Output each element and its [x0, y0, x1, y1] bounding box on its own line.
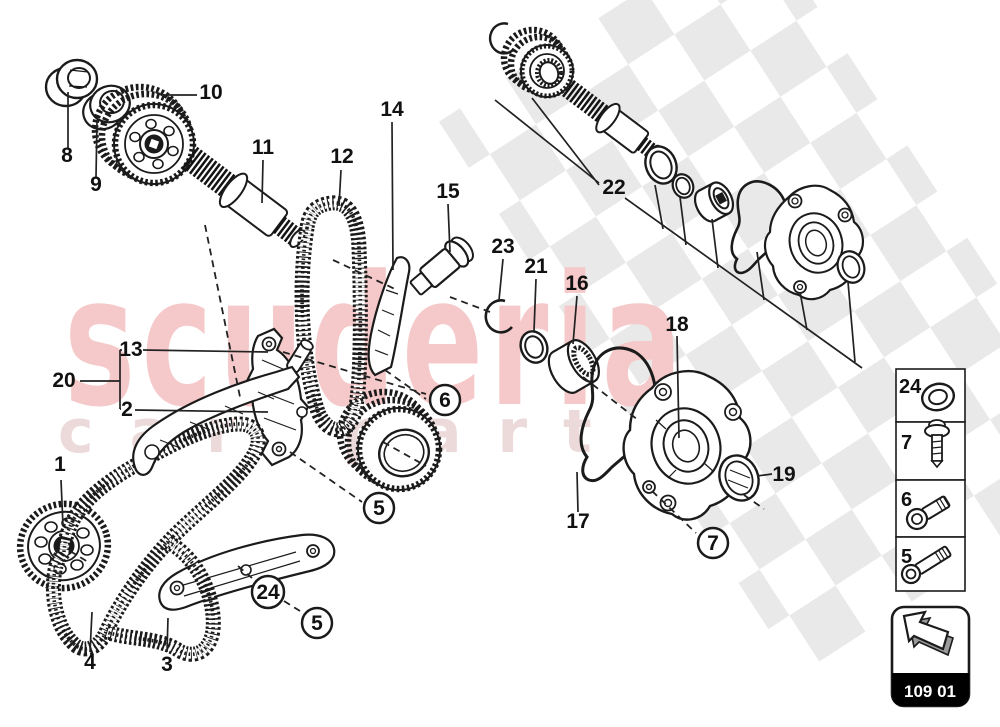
callout-1: 1	[54, 453, 66, 476]
callout-4: 4	[84, 651, 96, 674]
part-nut-8	[44, 58, 99, 108]
callout-22: 22	[602, 176, 625, 199]
callout-12: 12	[330, 145, 353, 168]
page-code-label: 109 01	[904, 682, 956, 701]
callout-2: 2	[121, 398, 133, 421]
bushing-22c	[693, 181, 735, 223]
part-guide-rail-14	[367, 256, 411, 377]
callout-21: 21	[524, 255, 548, 278]
callout-17: 17	[566, 510, 589, 533]
circled-callouts: 6 5 24 5 7	[250, 383, 730, 640]
callout-9: 9	[90, 173, 102, 196]
page-code-box: 109 01	[890, 605, 971, 708]
part-plug-19	[718, 454, 760, 502]
callout-16: 16	[565, 272, 588, 295]
callout-10: 10	[199, 81, 222, 104]
page-code-band	[892, 673, 969, 706]
circled-5b: 5	[300, 606, 334, 640]
legend-num-6: 6	[901, 489, 912, 511]
callout-8: 8	[61, 144, 73, 167]
callout-15: 15	[436, 180, 460, 203]
ring-22a	[644, 145, 678, 185]
legend-num-24: 24	[899, 376, 922, 398]
callout-13: 13	[119, 338, 142, 361]
socket-head-bolt-long-icon	[900, 545, 952, 585]
svg-text:5: 5	[373, 497, 385, 520]
callout-23: 23	[491, 235, 514, 258]
circled-24: 24	[250, 574, 286, 610]
fastener-legend: 24 7 6 5	[895, 368, 966, 592]
svg-text:5: 5	[311, 612, 323, 635]
flanged-bolt-icon	[924, 419, 950, 469]
callout-19: 19	[772, 463, 795, 486]
part-ring-21	[519, 330, 549, 364]
circled-5a: 5	[362, 491, 396, 525]
callout-18: 18	[665, 313, 689, 336]
callout-3: 3	[161, 653, 173, 676]
part-camshaft-assembly-22	[488, 22, 866, 301]
legend-num-7: 7	[901, 432, 912, 454]
part-bearing-16	[547, 339, 600, 394]
svg-text:7: 7	[707, 532, 719, 555]
svg-text:6: 6	[439, 389, 451, 412]
dashed-lines	[204, 224, 765, 612]
callout-20: 20	[52, 369, 75, 392]
cover-22e	[763, 184, 864, 301]
leader-lines	[60, 92, 863, 653]
legend-num-5: 5	[901, 546, 912, 568]
part-sprocket-10	[91, 83, 197, 187]
part-sprocket-camshaft-mid	[336, 388, 443, 493]
circled-7: 7	[696, 526, 730, 560]
callout-11: 11	[252, 136, 275, 159]
washer-icon	[920, 382, 956, 412]
svg-text:24: 24	[256, 581, 280, 604]
part-shaft-11	[181, 146, 306, 248]
callout-labels: 8 9 10 11 12 14 15 23 21 16 22 18 19 17 …	[52, 81, 795, 676]
socket-head-bolt-icon	[905, 495, 951, 531]
circled-6: 6	[428, 383, 462, 417]
ring-22b	[671, 173, 695, 199]
part-tensioner-15	[409, 236, 474, 296]
part-circlip-23	[484, 299, 513, 334]
direction-arrow-icon	[902, 610, 954, 657]
callout-14: 14	[380, 98, 404, 121]
seal-22f	[836, 250, 866, 284]
